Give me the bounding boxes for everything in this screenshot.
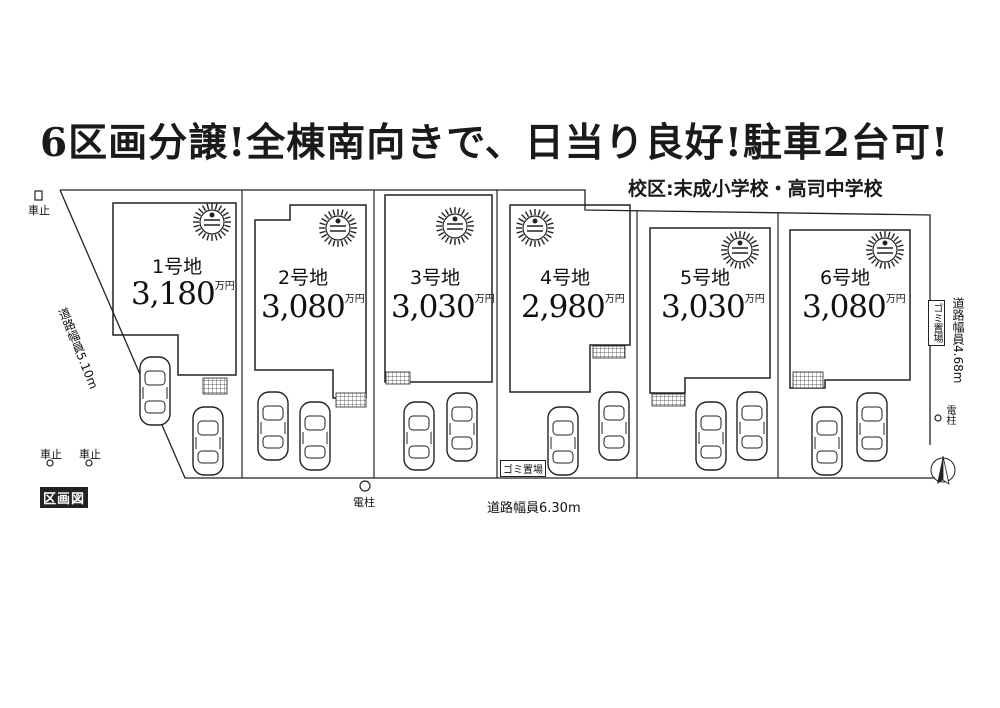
garbage-area-label: ゴミ置場 (500, 460, 546, 477)
lot-2-price-value: 3,080 (261, 289, 346, 325)
car-stop-marker-top (34, 190, 43, 201)
car-stop-label-top: 車止 (28, 204, 50, 217)
lot-5-price-unit: 万円 (744, 294, 765, 305)
deck-2 (335, 392, 367, 408)
house-outline-1 (112, 202, 237, 376)
parked-car-1 (139, 356, 171, 426)
utility-pole-label-right: 電柱 (944, 405, 955, 425)
sun-icon-3 (436, 207, 474, 245)
school-district: 校区:末成小学校・高司中学校 (628, 178, 883, 200)
parked-car-10 (736, 391, 768, 461)
parked-car-7 (547, 406, 579, 476)
lot-1-price-value: 3,180 (131, 276, 216, 312)
lot-5-label: 5号地 (680, 267, 731, 289)
parked-car-9 (695, 401, 727, 471)
deck-1 (202, 377, 228, 395)
lot-4-label: 4号地 (540, 267, 591, 289)
deck-4 (592, 345, 626, 359)
lot-5-price-value: 3,030 (661, 289, 746, 325)
site-boundary (59, 189, 935, 479)
deck-5 (651, 393, 686, 407)
lot-1-price: 3,180万円 (131, 276, 235, 312)
utility-pole-marker (359, 480, 371, 492)
parked-car-6 (446, 392, 478, 462)
lot-1-price-unit: 万円 (214, 281, 235, 292)
car-stop-marker-left-a (46, 459, 54, 467)
deck-3 (385, 371, 411, 385)
lot-2-label: 2号地 (278, 267, 329, 289)
lot-dividers (241, 190, 779, 478)
sun-icon-1 (193, 203, 231, 241)
house-outline-3 (384, 194, 493, 383)
parked-car-3 (257, 391, 289, 461)
house-outline-4 (509, 204, 631, 393)
house-outline-5 (649, 227, 771, 394)
lot-6-label: 6号地 (820, 267, 871, 289)
lot-6-price-unit: 万円 (885, 294, 906, 305)
lot-6-price-value: 3,080 (802, 289, 887, 325)
legend-title: 区画図 (40, 487, 89, 508)
lot-4-price: 2,980万円 (521, 289, 625, 325)
car-stop-label-left-b: 車止 (79, 448, 101, 461)
car-stop-marker-left-b (85, 459, 93, 467)
lot-6-price: 3,080万円 (802, 289, 906, 325)
garbage-area-label-right: ゴミ置場 (928, 300, 945, 346)
deck-6 (792, 371, 824, 389)
lot-2-price-unit: 万円 (344, 294, 365, 305)
road-width-right: 道路幅員4.68m (951, 297, 965, 384)
lot-4-price-unit: 万円 (604, 294, 625, 305)
lot-3-price-value: 3,030 (391, 289, 476, 325)
parked-car-2 (192, 406, 224, 476)
lot-2-price: 3,080万円 (261, 289, 365, 325)
parked-car-11 (811, 406, 843, 476)
lot-3-label: 3号地 (410, 267, 461, 289)
road-width-bottom: 道路幅員6.30m (487, 501, 581, 516)
utility-pole-marker-right (934, 414, 942, 422)
lot-3-price: 3,030万円 (391, 289, 495, 325)
lot-4-price-value: 2,980 (521, 289, 606, 325)
lot-3-price-unit: 万円 (474, 294, 495, 305)
parked-car-12 (856, 392, 888, 462)
site-markers (34, 190, 942, 492)
lot-1-label: 1号地 (152, 256, 203, 278)
car-stop-label-left-a: 車止 (40, 448, 62, 461)
lot-5-price: 3,030万円 (661, 289, 765, 325)
parked-car-4 (299, 401, 331, 471)
house-outline-6 (789, 229, 911, 389)
north-arrow (930, 455, 956, 485)
utility-pole-label: 電柱 (353, 496, 375, 509)
sun-icon-2 (319, 209, 357, 247)
sun-icon-5 (721, 231, 759, 269)
sun-icon-4 (516, 209, 554, 247)
sun-icon-6 (866, 231, 904, 269)
parked-car-5 (403, 401, 435, 471)
parked-car-8 (598, 391, 630, 461)
headline: 6区画分譲!全棟南向きで、日当り良好!駐車2台可! (40, 120, 950, 166)
